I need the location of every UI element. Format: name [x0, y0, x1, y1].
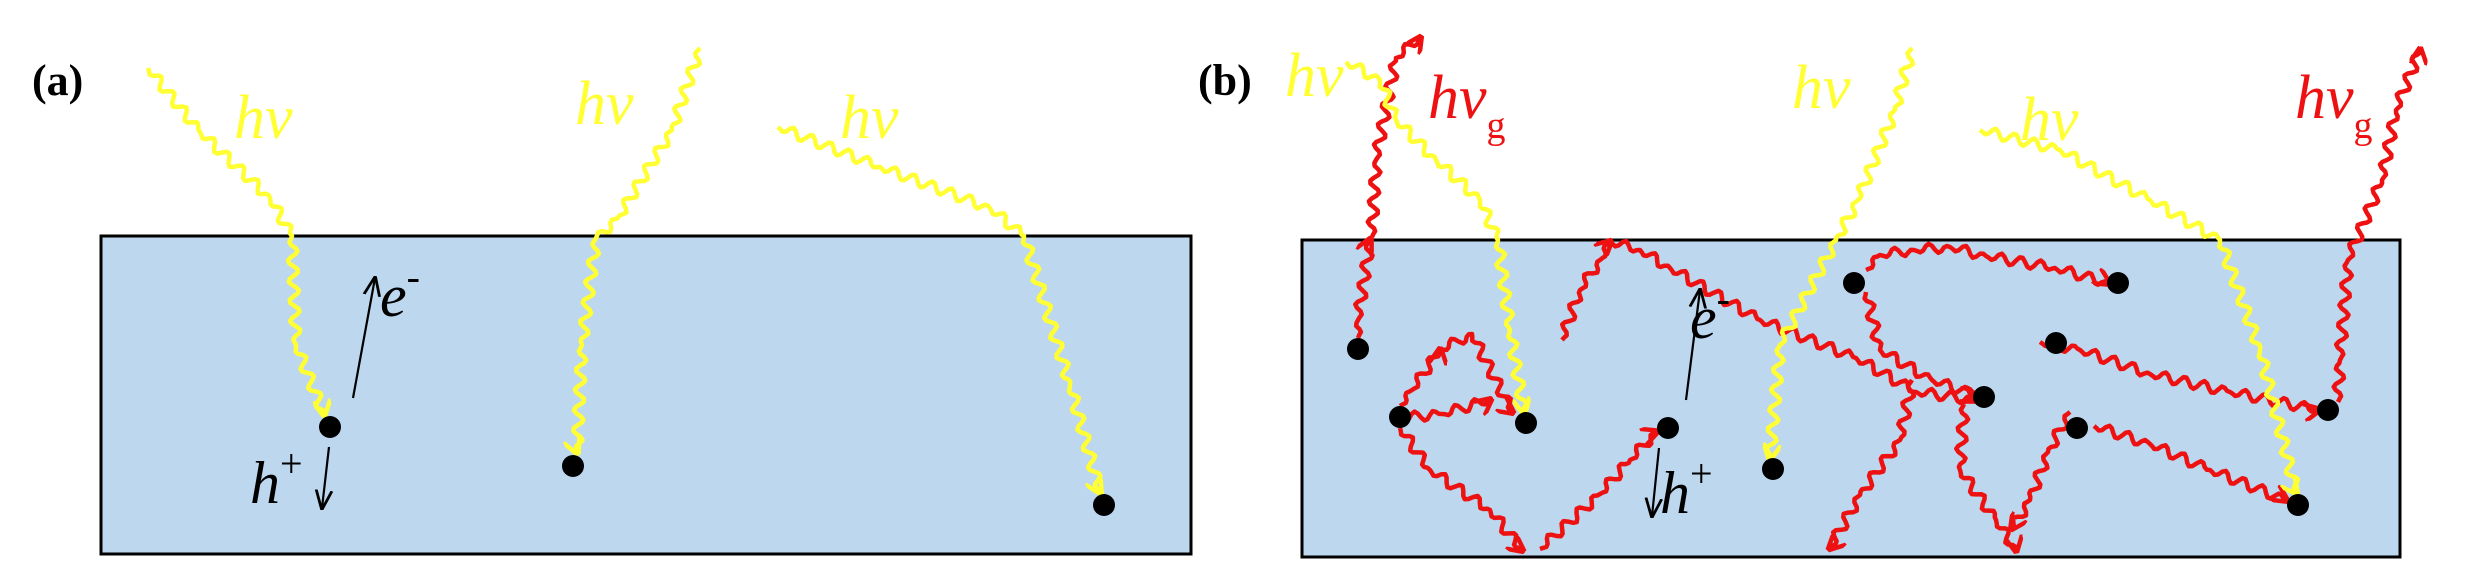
- panel-a-defect: [1093, 494, 1115, 516]
- panel-b-defect: [1843, 272, 1865, 294]
- emitted-photon: [1954, 403, 2016, 550]
- panel-b-label: (b): [1198, 56, 1252, 105]
- emitted-photon: [2038, 337, 2318, 412]
- emitted-photon: [2012, 410, 2072, 528]
- emitted-photon: [2092, 423, 2286, 500]
- emitted-photon: [1397, 427, 1522, 550]
- emitted-photon: [1865, 241, 2108, 285]
- emitted-photon: [1560, 242, 1610, 342]
- emitted-photon: [1399, 399, 1490, 423]
- panel-b-defect: [2107, 272, 2129, 294]
- incident-photon: [1766, 46, 1916, 458]
- panel-a-electron-label: e-: [380, 254, 420, 329]
- panel-b-defect: [2287, 494, 2309, 516]
- panel-b-incident-photons: [1344, 46, 2298, 492]
- panel-a-photon-label-3: hν: [840, 84, 899, 152]
- panel-b-electron-label: e-: [1690, 276, 1730, 351]
- panel-b-electron-arrow: [1684, 290, 1700, 401]
- panel-b-defect: [1347, 338, 1369, 360]
- panel-a-label: (a): [32, 56, 83, 105]
- panel-b-photon-label-2: hν: [1792, 54, 1851, 122]
- panel-b-defect: [1657, 417, 1679, 439]
- panel-b-defect: [2066, 417, 2088, 439]
- panel-b-defect: [2045, 332, 2067, 354]
- emitted-photon: [1353, 240, 1375, 339]
- panel-a-defect: [562, 455, 584, 477]
- panel-b: (b) hν hν hν hνg hνg e- h+: [1198, 38, 2420, 559]
- emitted-photon: [1398, 350, 1440, 408]
- panel-a: (a) hν hν hν e- h+: [32, 46, 1193, 556]
- incident-photon: [1344, 60, 1527, 412]
- panel-a-slab: [99, 234, 1193, 556]
- panel-a-incident-photons: [145, 46, 1101, 492]
- panel-b-hole-label: h+: [1660, 451, 1713, 526]
- panel-a-electron-arrow: [351, 278, 375, 399]
- emitted-photon: [2331, 50, 2420, 403]
- incident-photon: [145, 67, 324, 414]
- panel-b-emitted-photons: [1353, 38, 2420, 552]
- incident-photon: [573, 46, 703, 452]
- incident-photon: [1978, 126, 2298, 492]
- emitted-photon: [1439, 331, 1512, 412]
- panel-a-photon-label-2: hν: [575, 70, 634, 138]
- panel-b-emitted-label-2: hνg: [2295, 64, 2373, 147]
- panel-a-hole-label: h+: [250, 441, 303, 516]
- emitted-photon: [1539, 432, 1656, 552]
- panel-b-defect: [1973, 386, 1995, 408]
- panel-b-defect: [1515, 412, 1537, 434]
- panel-b-defect: [2317, 399, 2339, 421]
- panel-a-defect: [319, 416, 341, 438]
- panel-a-photon-label-1: hν: [234, 84, 293, 152]
- emitted-photon: [1830, 378, 1917, 548]
- panel-b-photon-label-1: hν: [1285, 42, 1344, 110]
- emitted-photon: [1862, 291, 1975, 395]
- incident-photon: [776, 125, 1101, 492]
- panel-b-defect: [1762, 458, 1784, 480]
- panel-a-hole-arrow: [322, 446, 329, 508]
- panel-b-hole-arrow: [1652, 447, 1659, 516]
- panel-b-defect: [1389, 406, 1411, 428]
- panel-b-emitted-label-1: hνg: [1428, 64, 1506, 147]
- emitted-photon: [1365, 38, 1420, 238]
